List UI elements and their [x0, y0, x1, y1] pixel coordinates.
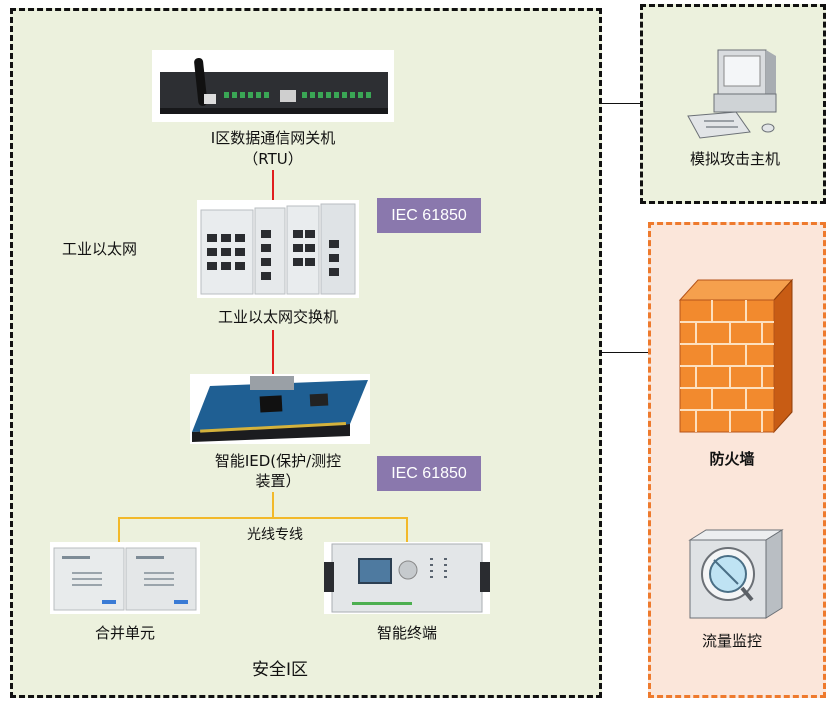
link-rtu-switch — [272, 170, 274, 202]
protocol-tag-1: IEC 61850 — [377, 198, 481, 233]
ied-label-line1: 智能IED(保护/测控 — [214, 452, 342, 470]
rtu-label-line2: （RTU） — [243, 150, 303, 168]
link-ied-fiber — [272, 492, 274, 518]
smart-terminal-image — [324, 542, 490, 614]
rtu-label-line1: I区数据通信网关机 — [210, 129, 336, 147]
link-main-attack — [602, 103, 640, 104]
merge-unit-image — [50, 542, 200, 614]
computer-icon — [687, 49, 777, 139]
link-main-firewall — [602, 352, 648, 353]
firewall-label: 防火墙 — [709, 450, 755, 468]
link-fiber-merge-unit — [118, 517, 120, 543]
fiber-bus — [118, 517, 408, 519]
merge-unit-label: 合并单元 — [94, 624, 155, 642]
traffic-monitor-icon — [688, 529, 784, 619]
switch-device-image — [197, 200, 359, 298]
smart-terminal-label: 智能终端 — [376, 624, 437, 642]
attack-host-label: 模拟攻击主机 — [689, 150, 780, 168]
switch-label: 工业以太网交换机 — [217, 308, 338, 326]
rtu-device-image — [152, 50, 394, 122]
traffic-monitor-label: 流量监控 — [701, 632, 762, 650]
ied-device-image — [190, 374, 370, 444]
ethernet-label: 工业以太网 — [62, 240, 138, 258]
firewall-icon — [678, 278, 794, 434]
link-switch-ied — [272, 330, 274, 376]
ied-label-line2: 装置） — [255, 472, 301, 490]
protocol-tag-2: IEC 61850 — [377, 456, 481, 491]
link-fiber-terminal — [406, 517, 408, 543]
fiber-label: 光线专线 — [247, 527, 303, 543]
safety-zone-label: 安全I区 — [251, 660, 308, 680]
